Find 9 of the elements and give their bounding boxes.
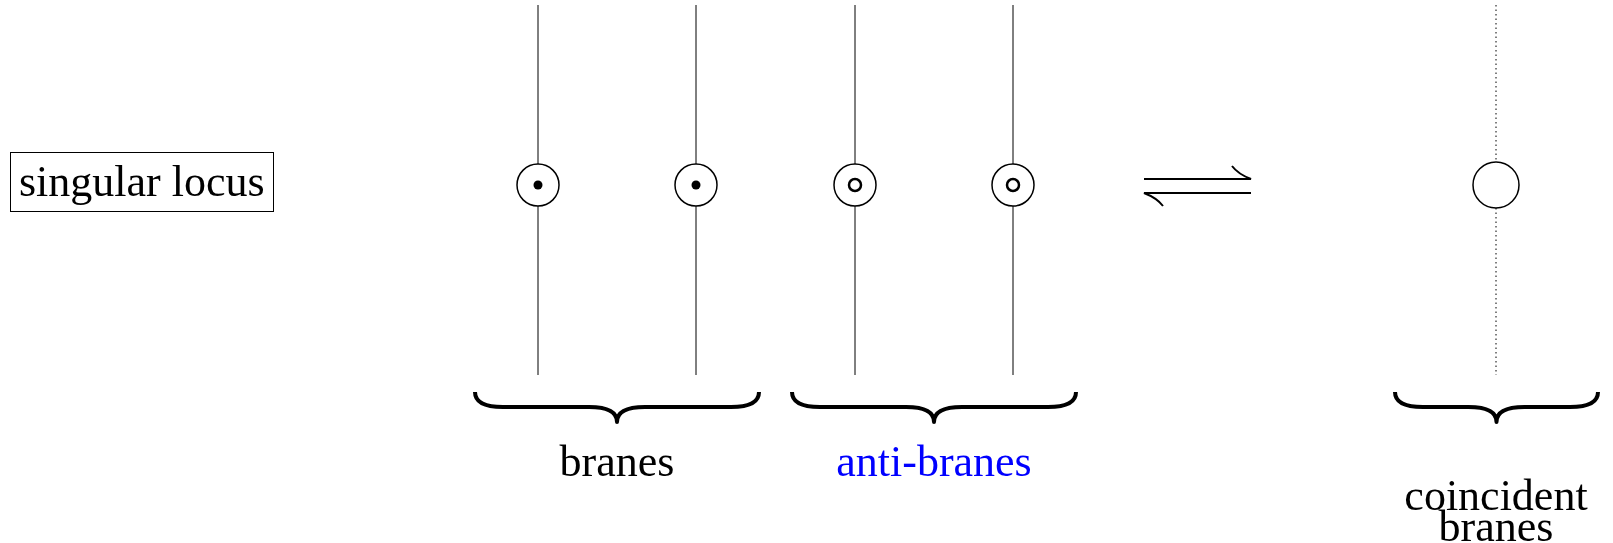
label-box: singular locus xyxy=(10,152,274,212)
caption-text: branes xyxy=(558,446,676,477)
brane-circle xyxy=(674,163,718,207)
caption-text: coincident branes xyxy=(1403,480,1589,542)
anti-brane-circle xyxy=(991,163,1035,207)
brane-circle xyxy=(516,163,560,207)
caption-text: anti-branes xyxy=(835,446,1033,477)
circle xyxy=(1472,161,1520,209)
anti-brane-circle xyxy=(833,163,877,207)
